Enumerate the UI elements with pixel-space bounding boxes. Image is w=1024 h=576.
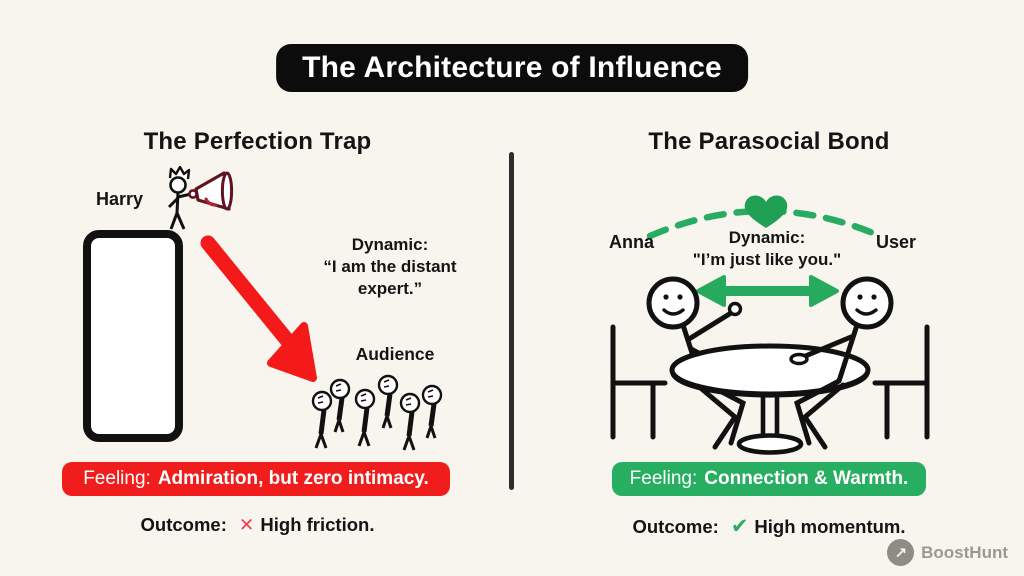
left-dynamic-text: Dynamic: “I am the distant expert.” [295, 234, 485, 299]
right-outcome-row: Outcome: ✔High momentum. [540, 514, 998, 539]
right-feeling-prefix: Feeling: [629, 468, 698, 489]
pedestal-shape [83, 230, 183, 442]
left-outcome-text: High friction. [260, 514, 375, 535]
left-dynamic-heading: Dynamic: [351, 235, 429, 254]
page-title: The Architecture of Influence [302, 51, 722, 84]
panel-divider [509, 152, 514, 490]
audience-crowd-figures [311, 374, 443, 451]
cross-mark-icon: ✕ [238, 514, 255, 535]
right-panel-heading: The Parasocial Bond [648, 128, 890, 155]
left-feeling-prefix: Feeling: [83, 468, 151, 489]
left-feeling-highlight: Admiration, but zero intimacy. [157, 468, 429, 489]
left-outcome-row: Outcome: ✕High friction. [30, 514, 485, 536]
double-arrow-icon [696, 275, 839, 307]
person-label-user: User [876, 232, 917, 252]
speaker-label-harry: Harry [96, 189, 144, 209]
right-outcome-text: High momentum. [754, 516, 906, 537]
left-feeling-banner: Feeling: Admiration, but zero intimacy. [62, 462, 450, 496]
right-dynamic-heading: Dynamic: [728, 228, 806, 247]
check-mark-icon: ✔ [730, 515, 749, 538]
brand-logo: ↗ BoostHunt [887, 539, 1008, 566]
boost-arrow-icon: ↗ [887, 539, 915, 566]
heart-icon [646, 195, 884, 240]
left-dynamic-quote-line2: expert.” [357, 278, 423, 298]
brand-name: BoostHunt [921, 542, 1008, 562]
person-label-anna: Anna [609, 232, 654, 252]
two-people-at-table-figure [610, 276, 930, 455]
right-feeling-banner: Feeling: Connection & Warmth. [612, 462, 926, 496]
audience-label: Audience [355, 344, 435, 364]
title-badge: The Architecture of Influence [276, 44, 748, 92]
left-panel-heading: The Perfection Trap [143, 128, 372, 155]
right-outcome-label: Outcome: [632, 516, 719, 537]
right-dynamic-quote: "I’m just like you." [692, 249, 842, 269]
speaker-figure-with-megaphone-icon [167, 166, 234, 230]
right-feeling-highlight: Connection & Warmth. [704, 468, 909, 489]
right-dynamic-text: Dynamic: "I’m just like you." [672, 227, 862, 271]
left-dynamic-quote-line1: “I am the distant [323, 256, 457, 276]
left-outcome-label: Outcome: [140, 514, 227, 535]
down-right-arrow-icon [200, 235, 317, 382]
